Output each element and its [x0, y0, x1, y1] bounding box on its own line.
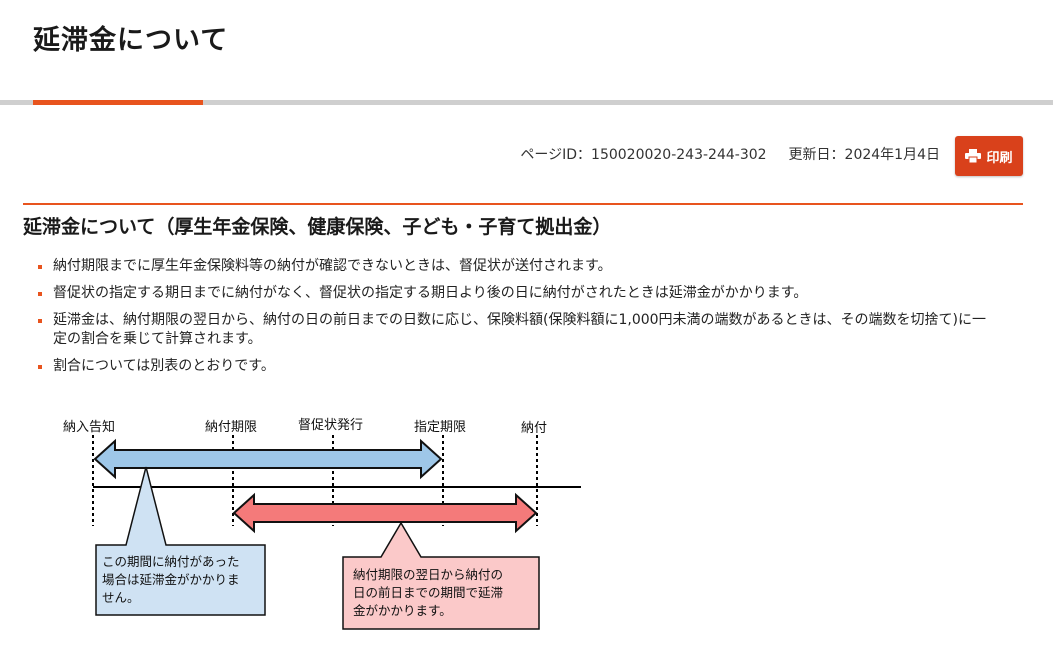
list-item: 督促状の指定する期日までに納付がなく、督促状の指定する期日より後の日に納付がされ…: [36, 284, 996, 303]
callout-blue-line: せん。: [102, 590, 140, 605]
title-underline-accent: [33, 100, 203, 105]
label-payment: 納付: [521, 421, 547, 436]
page-title: 延滞金について: [33, 25, 229, 56]
late-fee-period-arrow: [232, 492, 538, 534]
list-item: 割合については別表のとおりです。: [36, 357, 996, 376]
list-item: 延滞金は、納付期限の翌日から、納付の日の前日までの日数に応じ、保険料額(保険料額…: [36, 311, 996, 349]
callout-blue-line: 場合は延滞金がかかりま: [102, 572, 240, 587]
callout-red-line: 納付期限の翌日から納付の: [353, 567, 503, 582]
callout-blue-line: この期間に納付があった: [102, 554, 240, 569]
label-reminder: 督促状発行: [298, 418, 363, 433]
list-item: 納付期限までに厚生年金保険料等の納付が確認できないときは、督促状が送付されます。: [36, 257, 996, 276]
title-underline: [0, 100, 1053, 105]
print-button[interactable]: 印刷: [955, 136, 1023, 176]
no-fee-period-arrow: [93, 438, 443, 480]
updated-date: 更新日：2024年1月4日: [788, 147, 940, 163]
callout-red-line: 金がかかります。: [353, 603, 452, 618]
printer-icon: [965, 149, 982, 163]
section-heading: 延滞金について（厚生年金保険、健康保険、子ども・子育て拠出金）: [23, 216, 612, 238]
page-id: ページID：150020020-243-244-302: [520, 147, 767, 163]
print-label: 印刷: [986, 150, 1013, 166]
late-fee-callout: [342, 521, 540, 630]
section-divider: [23, 203, 1023, 205]
label-notice: 納入告知: [63, 419, 115, 435]
label-deadline: 納付期限: [205, 420, 257, 435]
no-fee-callout: [95, 466, 266, 616]
bullet-list: 納付期限までに厚生年金保険料等の納付が確認できないときは、督促状が送付されます。…: [36, 257, 996, 384]
callout-red-line: 日の前日までの期間で延滞: [353, 585, 503, 600]
label-designated: 指定期限: [414, 420, 466, 435]
page-meta: ページID：150020020-243-244-302 更新日：2024年1月4日: [380, 144, 940, 164]
